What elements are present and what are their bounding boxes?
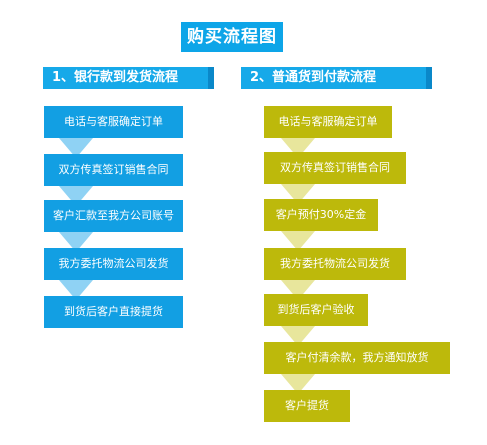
flow-step: 电话与客服确定订单 — [44, 106, 183, 138]
flow-step: 我方委托物流公司发货 — [264, 248, 406, 280]
flow-step: 客户提货 — [264, 390, 350, 422]
section-header-bank-transfer — [43, 67, 214, 89]
flow-step: 客户预付30%定金 — [264, 199, 378, 231]
flow-step: 双方传真签订销售合同 — [44, 154, 183, 186]
flow-step: 客户付清余款，我方通知放货 — [264, 342, 450, 374]
section-header-end-cap — [426, 67, 432, 89]
flow-arrow-down-icon — [281, 374, 315, 394]
flow-step: 双方传真签订销售合同 — [264, 152, 406, 184]
section-header-cash-on-delivery — [241, 67, 432, 89]
section-header-end-cap — [208, 67, 214, 89]
flow-arrow-down-icon — [281, 326, 315, 346]
flow-arrow-down-icon — [59, 232, 93, 252]
flow-step: 我方委托物流公司发货 — [44, 248, 183, 280]
flow-step: 客户汇款至我方公司账号 — [44, 200, 183, 232]
page-title: 购买流程图 — [181, 22, 283, 52]
section-title-bank-transfer: 1、银行款到发货流程 — [52, 70, 179, 85]
flow-step: 到货后客户验收 — [264, 294, 368, 326]
flow-step: 到货后客户直接提货 — [44, 296, 183, 328]
section-title-cash-on-delivery: 2、普通货到付款流程 — [250, 70, 377, 85]
flow-arrow-down-icon — [281, 231, 315, 251]
flow-arrow-down-icon — [59, 138, 93, 158]
flow-step: 电话与客服确定订单 — [264, 106, 392, 138]
flow-arrow-down-icon — [59, 280, 93, 300]
